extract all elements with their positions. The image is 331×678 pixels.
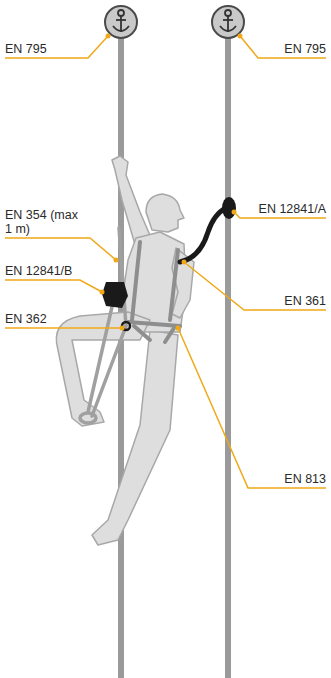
leader-dot	[100, 34, 243, 331]
standard-label: EN 12841/B	[5, 264, 72, 278]
backup-lanyard	[180, 208, 226, 262]
rope	[118, 38, 124, 678]
standard-label: EN 12841/A	[259, 202, 326, 216]
harness-strap	[128, 242, 180, 342]
standard-label: EN 354 (max 1 m)	[5, 208, 85, 236]
rope	[225, 38, 231, 678]
anchor-symbol	[212, 6, 244, 38]
leader-line	[5, 36, 326, 488]
standard-label: EN 361	[284, 294, 326, 308]
lanyard	[80, 228, 126, 423]
standard-label: EN 362	[5, 312, 47, 326]
standard-label: EN 813	[284, 472, 326, 486]
backup-device	[222, 197, 236, 219]
standard-label: EN 795	[284, 42, 326, 56]
anchor-symbol	[105, 6, 137, 38]
rope-grab-device	[102, 282, 128, 308]
standard-label: EN 795	[5, 42, 47, 56]
